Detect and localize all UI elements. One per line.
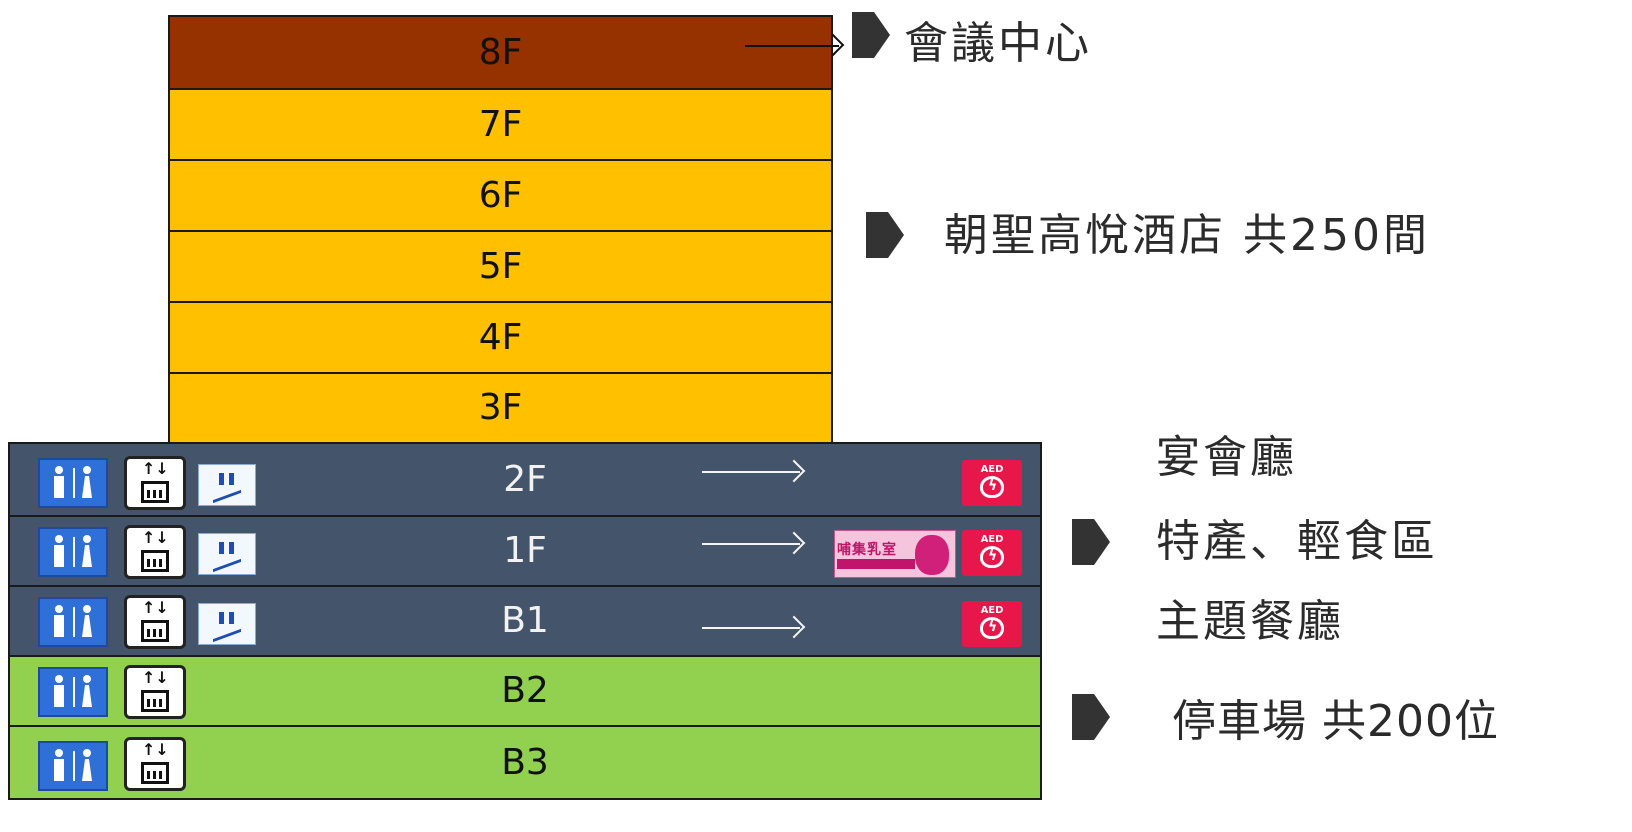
escalator-icon [198,464,256,506]
floor-label-8f: 8F [478,31,523,73]
restroom-icon [38,741,108,791]
bullet-conference-icon [852,12,890,58]
callout-specialty: 特產、輕食區 [1156,516,1438,567]
floor-label-b3: B3 [501,741,549,783]
elevator-icon: ↑↓ [124,665,186,719]
callout-conference: 會議中心 [904,18,1092,69]
restroom-icon [38,597,108,647]
floor-7f: 7F [168,88,833,161]
floor-5f: 5F [168,230,833,303]
arrow-1f-icon [702,543,800,545]
callout-parking: 停車場 共200位 [1172,696,1499,747]
escalator-icon [198,533,256,575]
restroom-icon [38,527,108,577]
floor-label-6f: 6F [478,174,523,216]
elevator-icon: ↑↓ [124,456,186,510]
arrow-b1-icon [702,627,800,629]
floor-b2: ↑↓ B2 [8,655,1042,727]
floor-label-2f: 2F [503,458,547,500]
floor-label-4f: 4F [478,316,523,358]
bullet-parking-icon [1072,694,1110,740]
restroom-icon [38,667,108,717]
bullet-commercial-icon [1072,519,1110,565]
elevator-icon: ↑↓ [124,525,186,579]
callout-theme-restaurant: 主題餐廳 [1156,596,1344,647]
arrow-8f-icon [745,45,839,47]
floor-4f: 4F [168,301,833,374]
restroom-icon [38,458,108,508]
elevator-icon: ↑↓ [124,595,186,649]
floor-8f: 8F [168,15,839,90]
floor-label-5f: 5F [478,245,523,287]
floor-label-3f: 3F [478,387,523,428]
escalator-icon [198,603,256,645]
floor-label-7f: 7F [478,103,523,145]
callout-hotel: 朝聖高悅酒店 共250間 [944,210,1430,261]
floor-label-b1: B1 [501,600,549,641]
nursing-room-icon: 哺集乳室 [834,530,956,578]
floor-b3: ↑↓ B3 [8,725,1042,800]
floor-6f: 6F [168,159,833,232]
bullet-hotel-icon [866,212,904,258]
arrow-2f-icon [702,471,800,473]
floor-label-1f: 1F [503,530,547,571]
floor-3f: 3F [168,372,833,444]
floor-label-b2: B2 [501,670,549,711]
elevator-icon: ↑↓ [124,737,186,791]
callout-banquet: 宴會廳 [1156,432,1297,483]
